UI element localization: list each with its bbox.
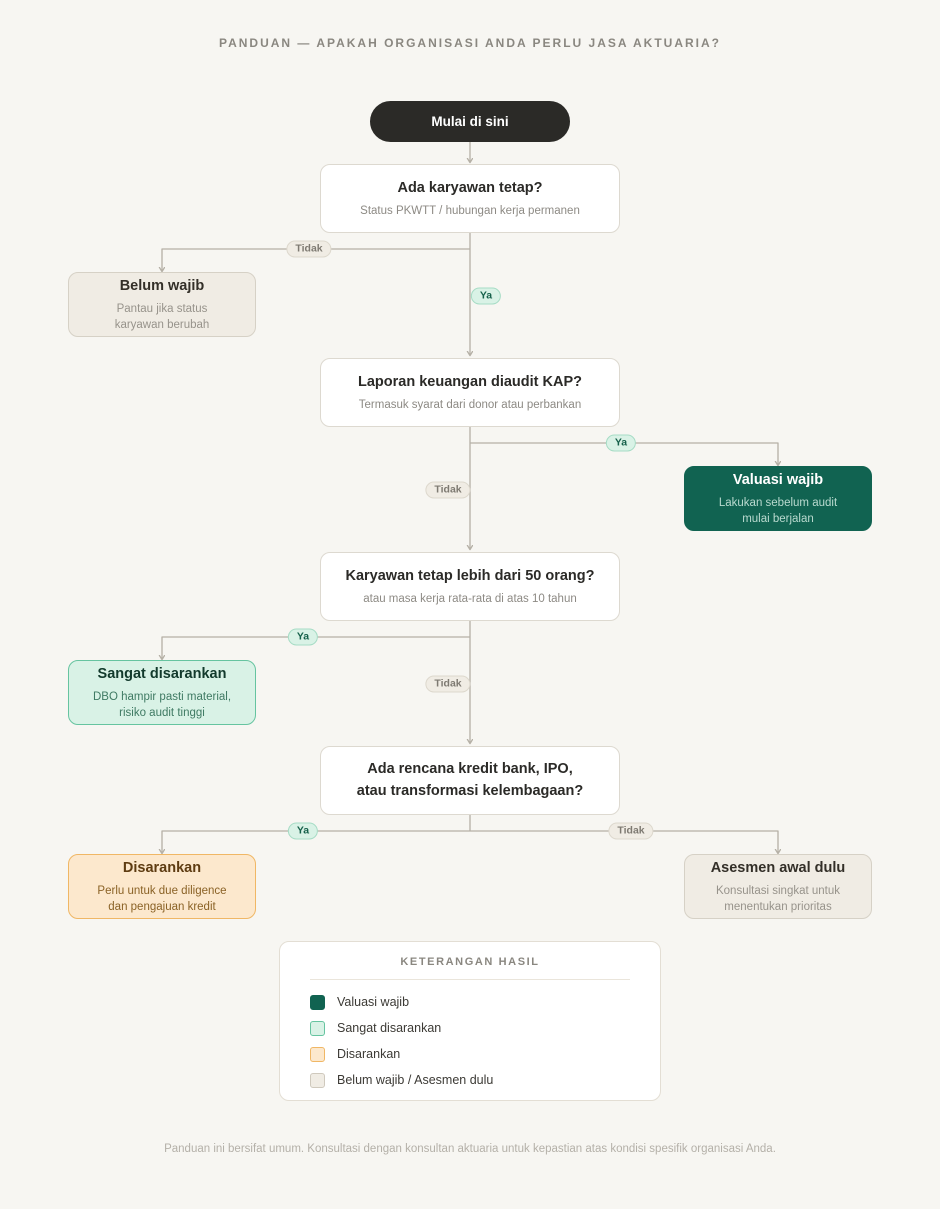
footer-note: Panduan ini bersifat umum. Konsultasi de…	[164, 1143, 776, 1155]
legend-swatch-disarankan	[310, 1046, 325, 1062]
node-title: Sangat disarankan	[97, 665, 227, 682]
legend-item: Sangat disarankan	[310, 1015, 630, 1041]
legend-item: Belum wajib / Asesmen dulu	[310, 1067, 630, 1093]
node-title: Belum wajib	[119, 277, 205, 294]
legend-swatch-sangat-disarankan	[310, 1020, 325, 1036]
node-start[interactable]: Mulai di sini	[370, 101, 570, 142]
node-subtitle: Status PKWTT / hubungan kerja permanen	[360, 204, 580, 217]
node-title: Ada karyawan tetap?	[397, 179, 543, 196]
edge-label-q3-yes: Ya	[287, 628, 319, 646]
edge-label-q4-yes: Ya	[287, 822, 319, 840]
edge-label-q1-no: Tidak	[286, 240, 332, 258]
node-question-karyawan-tetap[interactable]: Ada karyawan tetap? Status PKWTT / hubun…	[320, 164, 620, 233]
node-title: Disarankan	[122, 859, 202, 876]
edge-label-q3-no: Tidak	[425, 675, 471, 693]
node-outcome-asesmen-awal[interactable]: Asesmen awal dulu Konsultasi singkat unt…	[684, 854, 872, 919]
node-outcome-sangat-disarankan[interactable]: Sangat disarankan DBO hampir pasti mater…	[68, 660, 256, 725]
legend-item-label: Sangat disarankan	[337, 1021, 442, 1035]
node-title: Karyawan tetap lebih dari 50 orang?	[345, 567, 595, 584]
node-title: Laporan keuangan diaudit KAP?	[358, 373, 582, 390]
node-start-title: Mulai di sini	[431, 113, 509, 129]
edge-label-q4-no: Tidak	[608, 822, 654, 840]
legend-panel: KETERANGAN HASIL Valuasi wajib Sangat di…	[279, 941, 661, 1101]
legend-item-label: Belum wajib / Asesmen dulu	[337, 1073, 494, 1087]
legend-item-label: Valuasi wajib	[337, 995, 410, 1009]
edge-label-q2-no: Tidak	[425, 481, 471, 499]
node-subtitle: Termasuk syarat dari donor atau perbanka…	[358, 398, 582, 411]
node-question-jumlah-karyawan[interactable]: Karyawan tetap lebih dari 50 orang? atau…	[320, 552, 620, 621]
page-title: PANDUAN — APAKAH ORGANISASI ANDA PERLU J…	[218, 36, 721, 50]
legend-swatch-valuasi-wajib	[310, 994, 325, 1010]
legend-title: KETERANGAN HASIL	[310, 956, 630, 980]
edge-label-q1-yes: Ya	[470, 287, 502, 305]
legend-items: Valuasi wajib Sangat disarankan Disarank…	[310, 989, 630, 1093]
legend-item: Disarankan	[310, 1041, 630, 1067]
legend-item-label: Disarankan	[337, 1047, 401, 1061]
node-subtitle: atau masa kerja rata-rata di atas 10 tah…	[363, 592, 577, 605]
legend-item: Valuasi wajib	[310, 989, 630, 1015]
node-question-rencana-kredit[interactable]: Ada rencana kredit bank, IPO,atau transf…	[320, 746, 620, 815]
node-title: Valuasi wajib	[732, 471, 824, 488]
edge-label-q2-yes: Ya	[605, 434, 637, 452]
node-subtitle: DBO hampir pasti material,risiko audit t…	[92, 690, 232, 719]
legend-swatch-belum-wajib	[310, 1072, 325, 1088]
node-question-audit-kap[interactable]: Laporan keuangan diaudit KAP? Termasuk s…	[320, 358, 620, 427]
node-title: Asesmen awal dulu	[710, 859, 846, 876]
node-title: Ada rencana kredit bank, IPO,atau transf…	[356, 761, 584, 799]
